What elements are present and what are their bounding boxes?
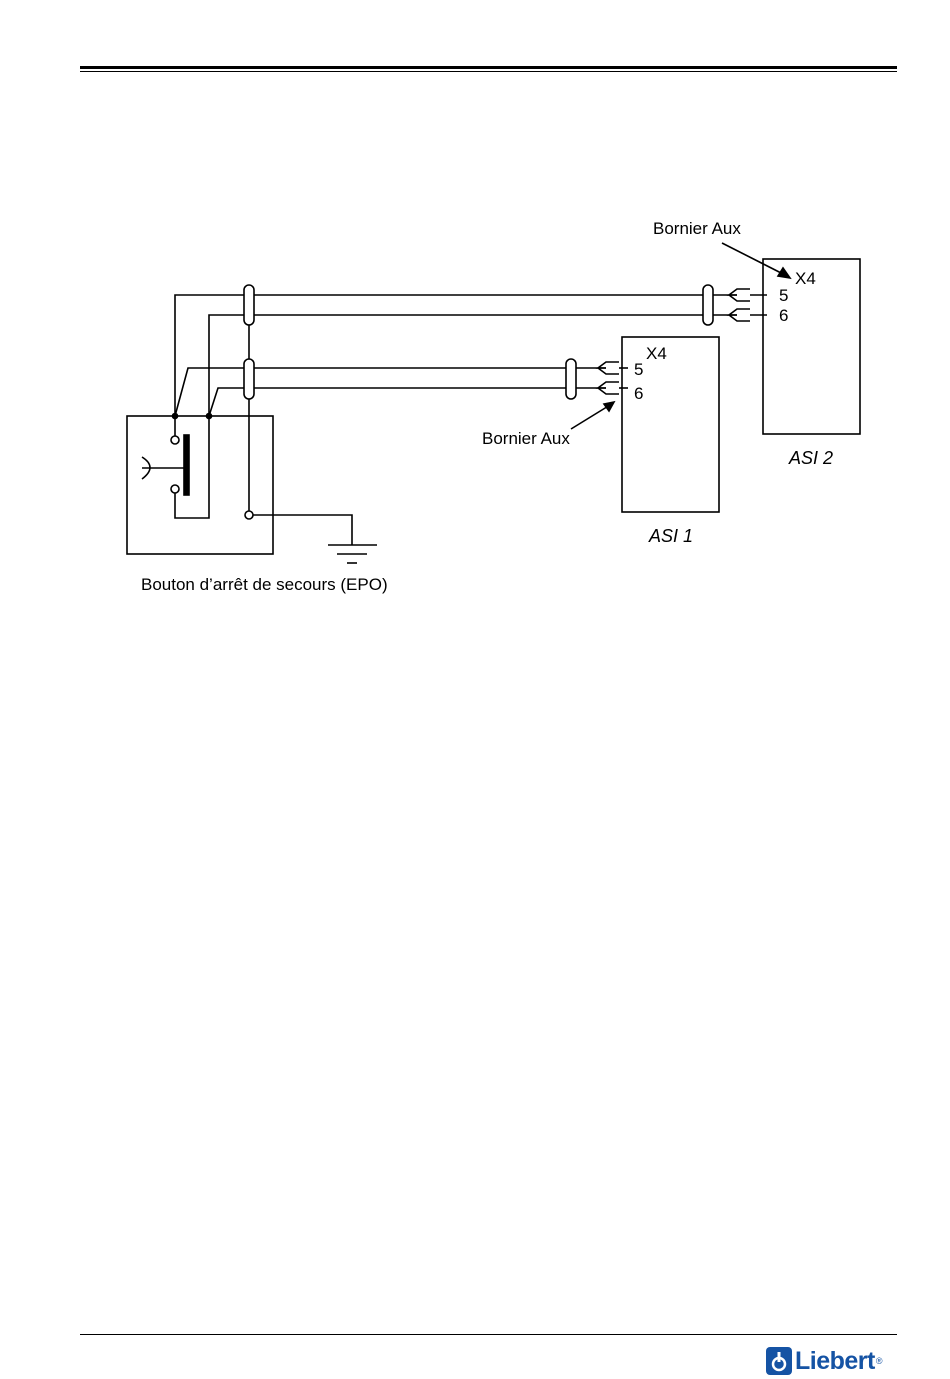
asi1-terminal-label: X4 — [646, 344, 667, 363]
asi2-pin6-label: 6 — [779, 306, 788, 325]
arrow-head-icon — [778, 268, 790, 278]
ground-wire — [253, 515, 352, 545]
asi1-connector-6 — [598, 382, 619, 394]
cable-shield — [703, 285, 713, 325]
asi2-connector-5 — [729, 289, 750, 301]
asi2-terminal-label: X4 — [795, 269, 816, 288]
liebert-logo: Liebert ® — [766, 1346, 883, 1376]
junction-dot — [173, 414, 178, 419]
asi2-label: ASI 2 — [788, 448, 833, 468]
wire-asi1-5 — [175, 368, 606, 416]
epo-contact-bar — [184, 435, 189, 495]
cable-shield — [566, 359, 576, 399]
epo-terminal-top — [171, 436, 179, 444]
epo-terminal-ground — [245, 511, 253, 519]
asi2-block-label: Bornier Aux — [653, 219, 741, 238]
asi2-pin5-label: 5 — [779, 286, 788, 305]
cable-shield — [244, 359, 254, 399]
asi1-pin5-label: 5 — [634, 360, 643, 379]
wire-asi1-6 — [209, 388, 606, 416]
epo-box — [127, 416, 273, 554]
asi1-block-label: Bornier Aux — [482, 429, 570, 448]
brand-registered-mark: ® — [876, 1356, 883, 1366]
wire-asi2-6 — [209, 315, 737, 416]
asi1-pin6-label: 6 — [634, 384, 643, 403]
epo-terminal-bottom — [171, 485, 179, 493]
liebert-logo-icon — [766, 1347, 792, 1375]
asi2-connector-6 — [729, 309, 750, 321]
footer-rule — [80, 1334, 897, 1335]
epo-label: Bouton d’arrêt de secours (EPO) — [141, 575, 388, 594]
asi1-connector-5 — [598, 362, 619, 374]
junction-dot — [207, 414, 212, 419]
arrow-head-icon — [604, 402, 614, 411]
asi1-label: ASI 1 — [648, 526, 693, 546]
epo-wire — [175, 416, 209, 518]
brand-name: Liebert — [795, 1347, 875, 1376]
cable-shield — [244, 285, 254, 325]
asi1-callout-arrow — [571, 405, 610, 429]
